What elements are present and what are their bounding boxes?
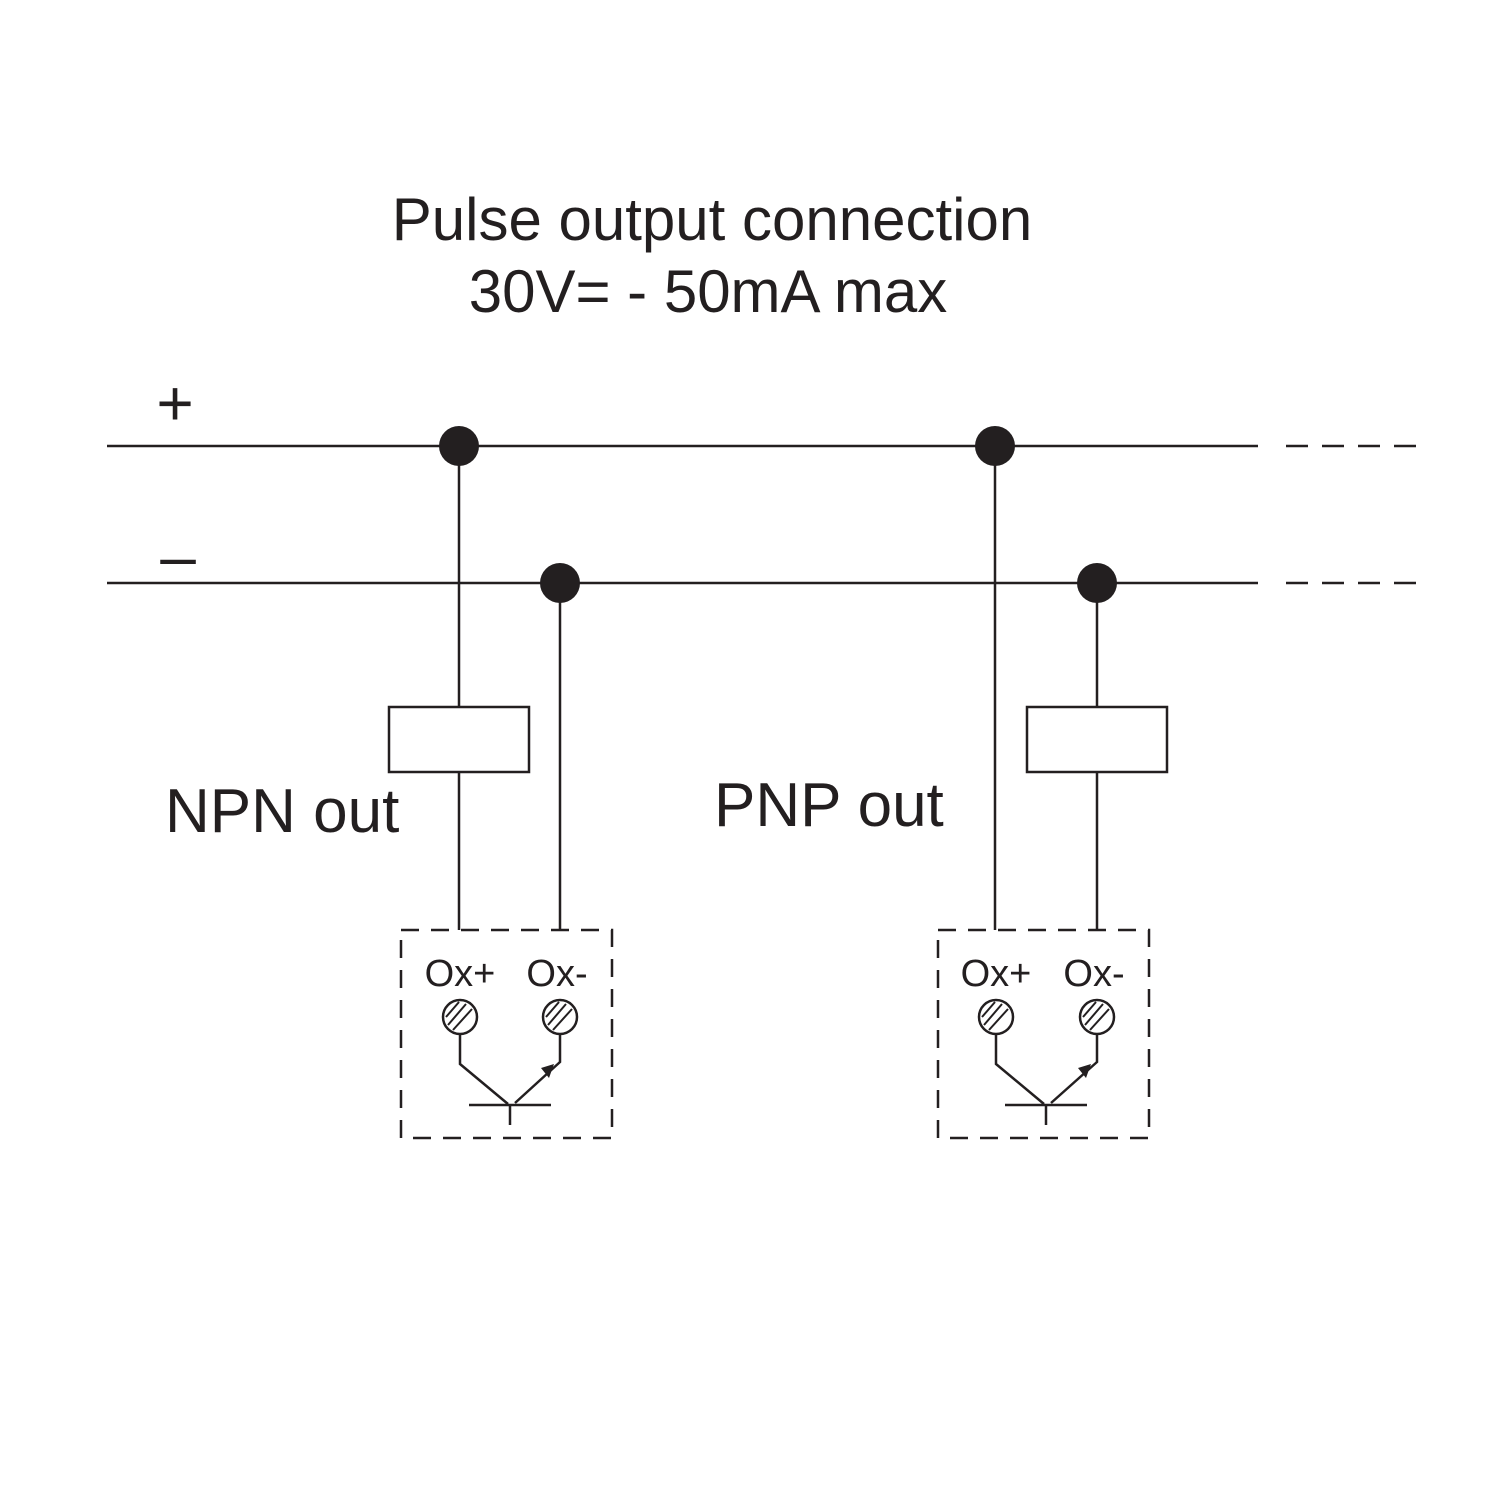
npn-transistor-symbol [458, 1034, 562, 1125]
negative-rail-label: – [160, 520, 196, 592]
npn-terminal-plus-label: Ox+ [425, 953, 496, 995]
pnp-load-resistor [1025, 705, 1169, 774]
npn-screw-terminal-plus [441, 998, 479, 1036]
pnp-device-box [936, 928, 1151, 1140]
pnp-screw-terminal-minus [1078, 998, 1116, 1036]
pnp-terminal-plus-label: Ox+ [961, 953, 1032, 995]
npn-negative-junction [540, 563, 580, 603]
npn-circuit: Ox+ Ox- NPN out [165, 426, 614, 1140]
npn-load-resistor [387, 705, 531, 774]
pnp-out-label: PNP out [714, 771, 944, 840]
npn-terminal-minus-label: Ox- [526, 953, 587, 995]
npn-positive-junction [439, 426, 479, 466]
npn-screw-terminal-minus [541, 998, 579, 1036]
npn-out-label: NPN out [165, 777, 399, 846]
pnp-negative-junction [1077, 563, 1117, 603]
positive-rail-label: + [156, 367, 193, 439]
diagram-title: Pulse output connection [392, 186, 1032, 253]
npn-device-box [399, 928, 614, 1140]
pnp-positive-junction [975, 426, 1015, 466]
pnp-screw-terminal-plus [977, 998, 1015, 1036]
pnp-transistor-symbol [994, 1034, 1099, 1125]
diagram-subtitle: 30V= - 50mA max [469, 258, 948, 325]
pnp-circuit: Ox+ Ox- PNP out [714, 426, 1169, 1140]
pnp-terminal-minus-label: Ox- [1063, 953, 1124, 995]
